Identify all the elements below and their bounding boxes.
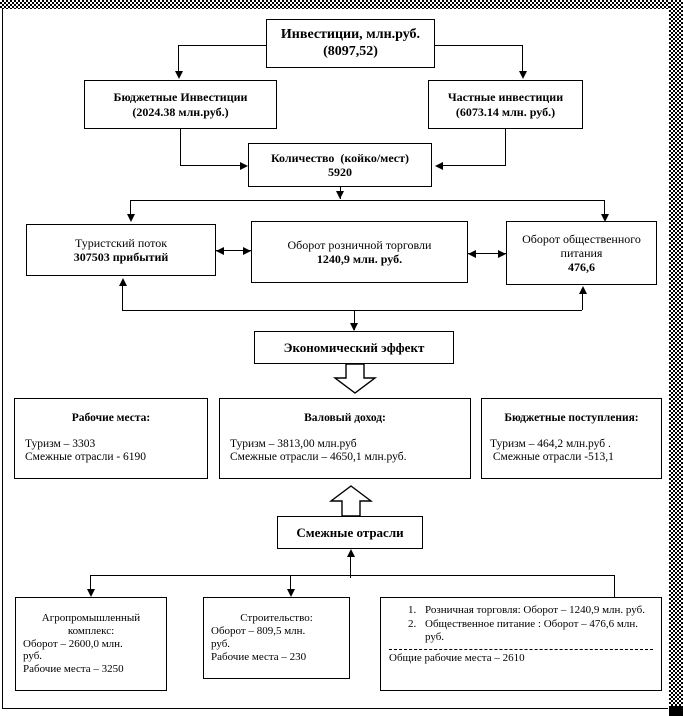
node-jobs-line1: Туризм – 3303 xyxy=(25,437,96,450)
trade-catering-item-2: Общественное питание : Оборот – 476,6 мл… xyxy=(419,618,653,644)
connector-bottom-to-related-stem xyxy=(350,556,351,578)
node-agro-complex: Агропромышленный комплекс: Оборот – 2600… xyxy=(15,597,167,691)
node-investments: Инвестиции, млн.руб. (8097,52) xyxy=(266,19,435,68)
node-jobs-heading: Рабочие места: xyxy=(71,412,151,425)
node-budget-investments-line1: Бюджетные Инвестиции xyxy=(113,90,248,105)
arrow-bus-to-effect xyxy=(350,323,358,331)
connector-effect-bus-right-up xyxy=(582,292,583,310)
node-construction: Строительство: Оборот – 809,5 млн. руб. … xyxy=(203,597,350,679)
node-gross-income-heading: Валовый доход: xyxy=(304,412,386,425)
node-related-industries: Смежные отрасли xyxy=(277,516,423,549)
node-agro-complex-line4: руб. xyxy=(23,650,43,663)
node-construction-line1: Строительство: xyxy=(240,612,313,625)
connector-bottom-mid-drop xyxy=(290,575,291,595)
node-tourist-flow-line2: 307503 прибытий xyxy=(73,250,169,264)
node-gross-income-line1: Туризм – 3813,00 млн.руб xyxy=(230,437,357,450)
arrow-tourist-to-retail xyxy=(243,247,251,255)
connector-effect-bus-left-up xyxy=(122,284,123,310)
connector-bottom-right-drop xyxy=(614,575,615,603)
node-tourist-flow-line1: Туристский поток xyxy=(74,235,168,250)
arrow-private-to-capacity xyxy=(435,162,443,170)
node-retail-turnover-line1: Оборот розничной торговли xyxy=(287,237,432,252)
node-related-industries-label: Смежные отрасли xyxy=(296,524,404,540)
node-catering-turnover-line3: 476,6 xyxy=(568,260,595,275)
node-capacity-line2: 5920 xyxy=(328,165,352,179)
node-budget-investments-line2: (2024.38 млн.руб.) xyxy=(132,104,229,119)
node-investments-line1: Инвестиции, млн.руб. xyxy=(280,26,421,42)
arrow-to-tourist-flow xyxy=(127,214,135,222)
connector-tourist-retail xyxy=(216,250,251,251)
connector-capacity-fanout-bus xyxy=(130,200,604,201)
node-economic-effect: Экономический эффект xyxy=(254,331,454,364)
node-catering-turnover: Оборот общественного питания 476,6 xyxy=(506,221,657,285)
connector-bottom-bus xyxy=(90,575,614,576)
arrow-retail-to-catering xyxy=(498,250,506,258)
node-budget-revenue-line1: Туризм – 464,2 млн.руб . xyxy=(490,437,611,450)
node-budget-revenue-line2: Смежные отрасли -513,1 xyxy=(490,451,614,464)
arrow-to-agro-complex xyxy=(87,589,95,597)
trade-catering-list: Розничная торговля: Оборот – 1240,9 млн.… xyxy=(389,604,653,646)
node-jobs: Рабочие места: Туризм – 3303 Смежные отр… xyxy=(14,398,208,479)
block-arrow-related-up xyxy=(328,485,374,517)
node-agro-complex-line1: Агропромышленный xyxy=(41,611,141,624)
connector-private-down xyxy=(505,129,506,165)
trade-catering-separator xyxy=(389,648,653,650)
connector-budget-to-capacity xyxy=(180,165,243,166)
connector-effect-bus xyxy=(122,310,582,311)
arrow-to-catering xyxy=(601,214,609,222)
node-catering-turnover-line1: Оборот общественного xyxy=(522,231,641,246)
node-catering-turnover-line2: питания xyxy=(560,245,603,260)
arrow-budget-to-capacity xyxy=(240,162,248,170)
node-construction-line3: руб. xyxy=(211,638,231,650)
node-capacity: Количество (койко/мест) 5920 xyxy=(248,143,432,187)
node-economic-effect-label: Экономический эффект xyxy=(283,339,425,355)
arrow-retail-to-tourist xyxy=(216,247,224,255)
connector-private-to-capacity xyxy=(443,165,506,166)
arrow-bus-to-tourist-flow xyxy=(119,278,127,286)
connector-investments-left-drop xyxy=(178,45,179,73)
block-arrow-effect-down xyxy=(332,364,378,394)
arrow-to-budget-investments xyxy=(175,71,183,79)
frame-top-border xyxy=(0,0,683,9)
node-private-investments-line2: (6073.14 млн. руб.) xyxy=(455,104,556,119)
connector-investments-right-drop xyxy=(522,45,523,73)
node-jobs-line2: Смежные отрасли - 6190 xyxy=(25,451,147,464)
node-private-investments-line1: Частные инвестиции xyxy=(447,90,564,105)
node-construction-line4: Рабочие места – 230 xyxy=(211,650,307,663)
frame-inner-outline xyxy=(2,9,668,709)
node-agro-complex-line5: Рабочие места – 3250 xyxy=(23,663,124,676)
trade-catering-total: Общие рабочие места – 2610 xyxy=(389,651,525,664)
arrow-bus-to-catering xyxy=(579,286,587,294)
connector-fanout-right xyxy=(604,200,605,218)
frame-corner-block xyxy=(669,706,683,716)
connector-budget-down xyxy=(180,129,181,165)
node-agro-complex-line3: Оборот – 2600,0 млн. xyxy=(23,637,123,650)
node-tourist-flow: Туристский поток 307503 прибытий xyxy=(26,224,216,276)
arrow-bottom-to-related xyxy=(347,549,355,557)
node-budget-revenue: Бюджетные поступления: Туризм – 464,2 мл… xyxy=(481,398,662,479)
node-retail-turnover-line2: 1240,9 млн. руб. xyxy=(316,252,403,266)
connector-bottom-left-drop xyxy=(90,575,91,595)
node-capacity-line1: Количество (койко/мест) xyxy=(270,150,410,165)
node-private-investments: Частные инвестиции (6073.14 млн. руб.) xyxy=(428,80,583,129)
node-trade-and-catering: Розничная торговля: Оборот – 1240,9 млн.… xyxy=(380,597,662,691)
node-budget-revenue-heading: Бюджетные поступления: xyxy=(504,412,639,425)
connector-retail-catering xyxy=(468,253,506,254)
node-gross-income: Валовый доход: Туризм – 3813,00 млн.руб … xyxy=(219,398,471,479)
node-retail-turnover: Оборот розничной торговли 1240,9 млн. ру… xyxy=(251,221,468,283)
node-construction-line2: Оборот – 809,5 млн. xyxy=(211,625,306,638)
arrow-to-private-investments xyxy=(519,71,527,79)
arrow-catering-to-retail xyxy=(468,250,476,258)
node-budget-investments: Бюджетные Инвестиции (2024.38 млн.руб.) xyxy=(84,80,277,129)
node-agro-complex-line2: комплекс: xyxy=(67,624,115,637)
connector-bus-to-effect xyxy=(354,310,355,330)
node-investments-line2: (8097,52) xyxy=(323,43,378,59)
arrow-to-construction xyxy=(287,589,295,597)
connector-fanout-left xyxy=(130,200,131,218)
trade-catering-item-1: Розничная торговля: Оборот – 1240,9 млн.… xyxy=(419,604,653,617)
frame-right-border xyxy=(669,0,683,716)
arrow-capacity-down xyxy=(336,191,344,199)
node-gross-income-line2: Смежные отрасли – 4650,1 млн.руб. xyxy=(230,451,407,464)
